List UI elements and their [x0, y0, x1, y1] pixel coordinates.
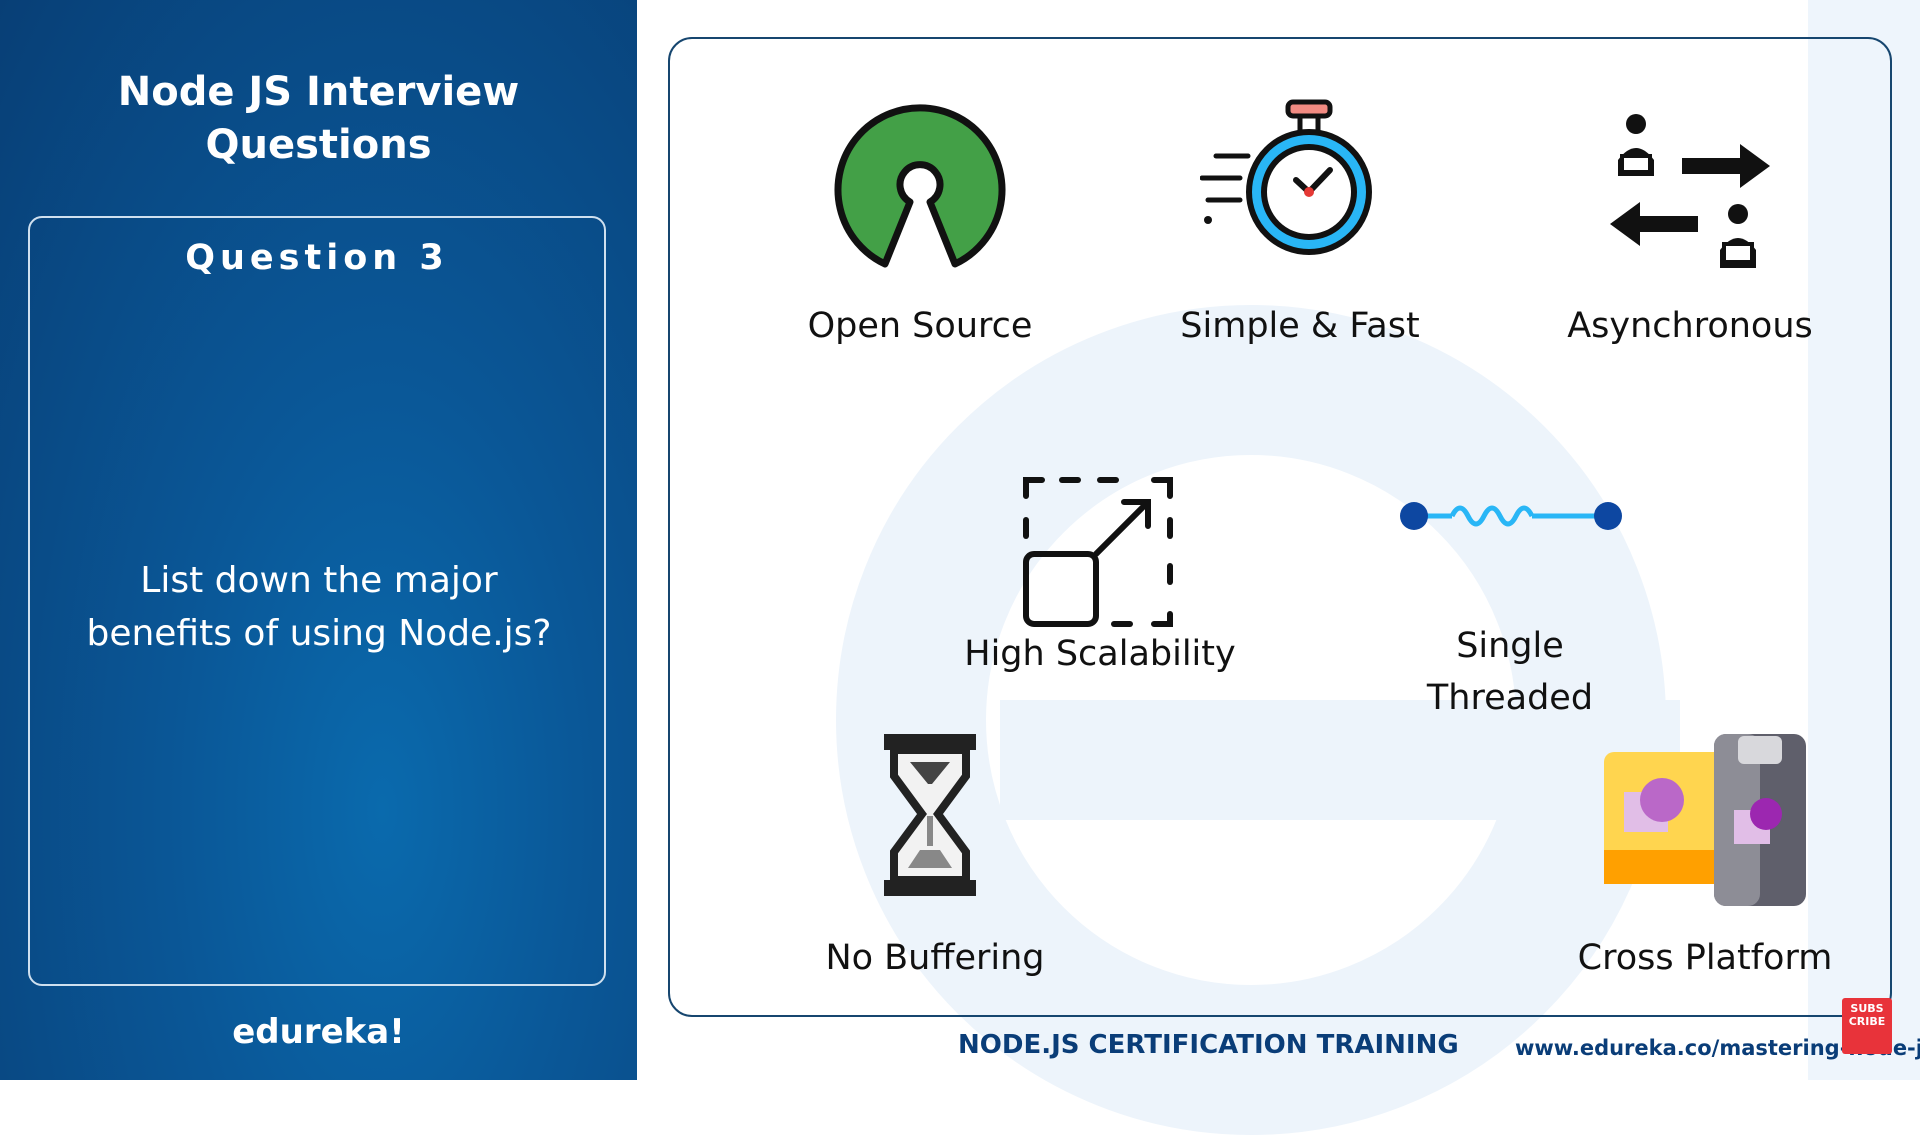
stopwatch-icon — [1200, 99, 1372, 255]
question-text: List down the major benefits of using No… — [86, 560, 552, 654]
feature-label-asynchronous: Asynchronous — [1567, 306, 1813, 346]
cross-platform-devices-icon — [1604, 734, 1806, 906]
feature-label-open-source: Open Source — [807, 306, 1033, 346]
feature-label-simple-fast: Simple & Fast — [1180, 306, 1420, 346]
single-thread-icon — [1400, 502, 1622, 530]
exchange-arrows-icon — [1610, 114, 1770, 268]
brand-logo: edureka! — [232, 1012, 405, 1052]
question-card: Question 3 List down the major benefits … — [28, 216, 606, 986]
subscribe-button[interactable]: SUBS CRIBE — [1842, 998, 1892, 1054]
benefits-card — [668, 37, 1892, 1017]
feature-label-no-buffering: No Buffering — [825, 938, 1045, 978]
open-source-icon — [834, 104, 1006, 268]
hourglass-icon — [884, 734, 976, 896]
feature-label-cross-platform: Cross Platform — [1577, 938, 1833, 978]
slide-title: Node JS Interview Questions — [117, 69, 520, 168]
feature-label-single-threaded: Single Threaded — [1426, 626, 1594, 718]
question-number: Question 3 — [185, 238, 449, 278]
scale-up-icon — [1023, 477, 1173, 627]
watermark-bar — [1000, 700, 1680, 820]
watermark-strip — [1808, 0, 1920, 1080]
course-title: NODE.JS CERTIFICATION TRAINING — [958, 1030, 1459, 1060]
left-panel: Node JS Interview Questions Question 3 L… — [0, 0, 637, 1080]
feature-label-high-scalability: High Scalability — [964, 634, 1236, 674]
